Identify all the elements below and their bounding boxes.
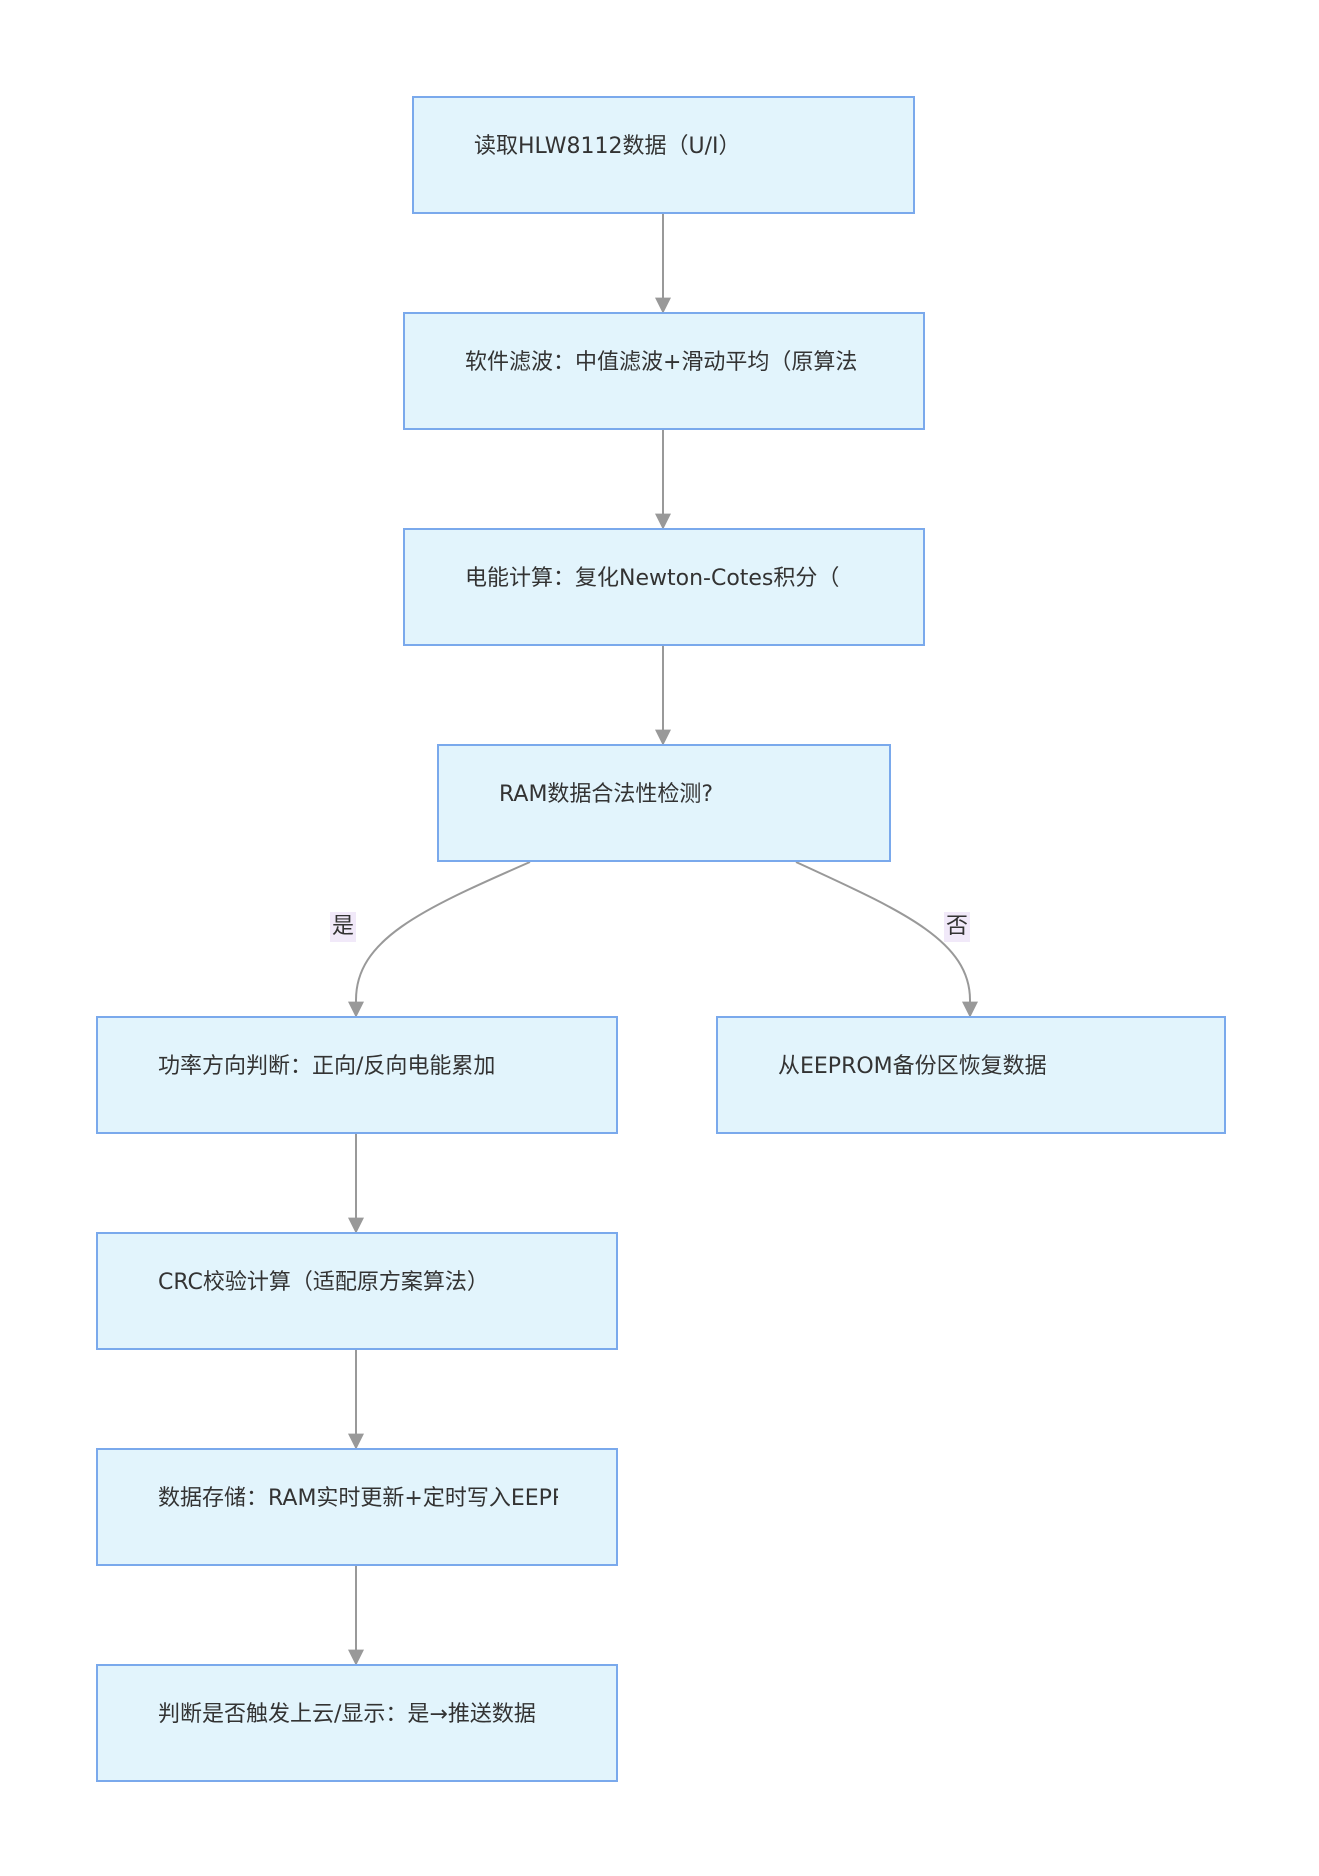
- node-filter[interactable]: 软件滤波：中值滤波+滑动平均（原算法: [403, 312, 925, 430]
- edge-label-yes: 是: [330, 912, 357, 942]
- node-store-label: 数据存储：RAM实时更新+定时写入EEPROM: [158, 1486, 558, 1511]
- node-report-label: 判断是否触发上云/显示：是→推送数据: [158, 1702, 536, 1727]
- node-check-label: RAM数据合法性检测?: [499, 782, 714, 807]
- node-store[interactable]: 数据存储：RAM实时更新+定时写入EEPROM: [96, 1448, 618, 1566]
- node-filter-label: 软件滤波：中值滤波+滑动平均（原算法: [465, 350, 858, 375]
- node-restore-label: 从EEPROM备份区恢复数据: [778, 1054, 1047, 1079]
- node-crc[interactable]: CRC校验计算（适配原方案算法）: [96, 1232, 618, 1350]
- node-crc-label: CRC校验计算（适配原方案算法）: [158, 1270, 489, 1295]
- node-energy-label: 电能计算：复化Newton-Cotes积分（: [465, 566, 840, 591]
- node-check[interactable]: RAM数据合法性检测?: [437, 744, 891, 862]
- node-report[interactable]: 判断是否触发上云/显示：是→推送数据: [96, 1664, 618, 1782]
- node-direction-label: 功率方向判断：正向/反向电能累加: [158, 1054, 496, 1079]
- node-direction[interactable]: 功率方向判断：正向/反向电能累加: [96, 1016, 618, 1134]
- node-restore[interactable]: 从EEPROM备份区恢复数据: [716, 1016, 1226, 1134]
- edge-label-no: 否: [944, 912, 971, 942]
- node-read[interactable]: 读取HLW8112数据（U/I）: [412, 96, 915, 214]
- node-energy[interactable]: 电能计算：复化Newton-Cotes积分（: [403, 528, 925, 646]
- edge-check-to-direction: [348, 861, 531, 1018]
- node-read-label: 读取HLW8112数据（U/I）: [474, 134, 741, 159]
- edge-check-to-restore: [795, 861, 978, 1018]
